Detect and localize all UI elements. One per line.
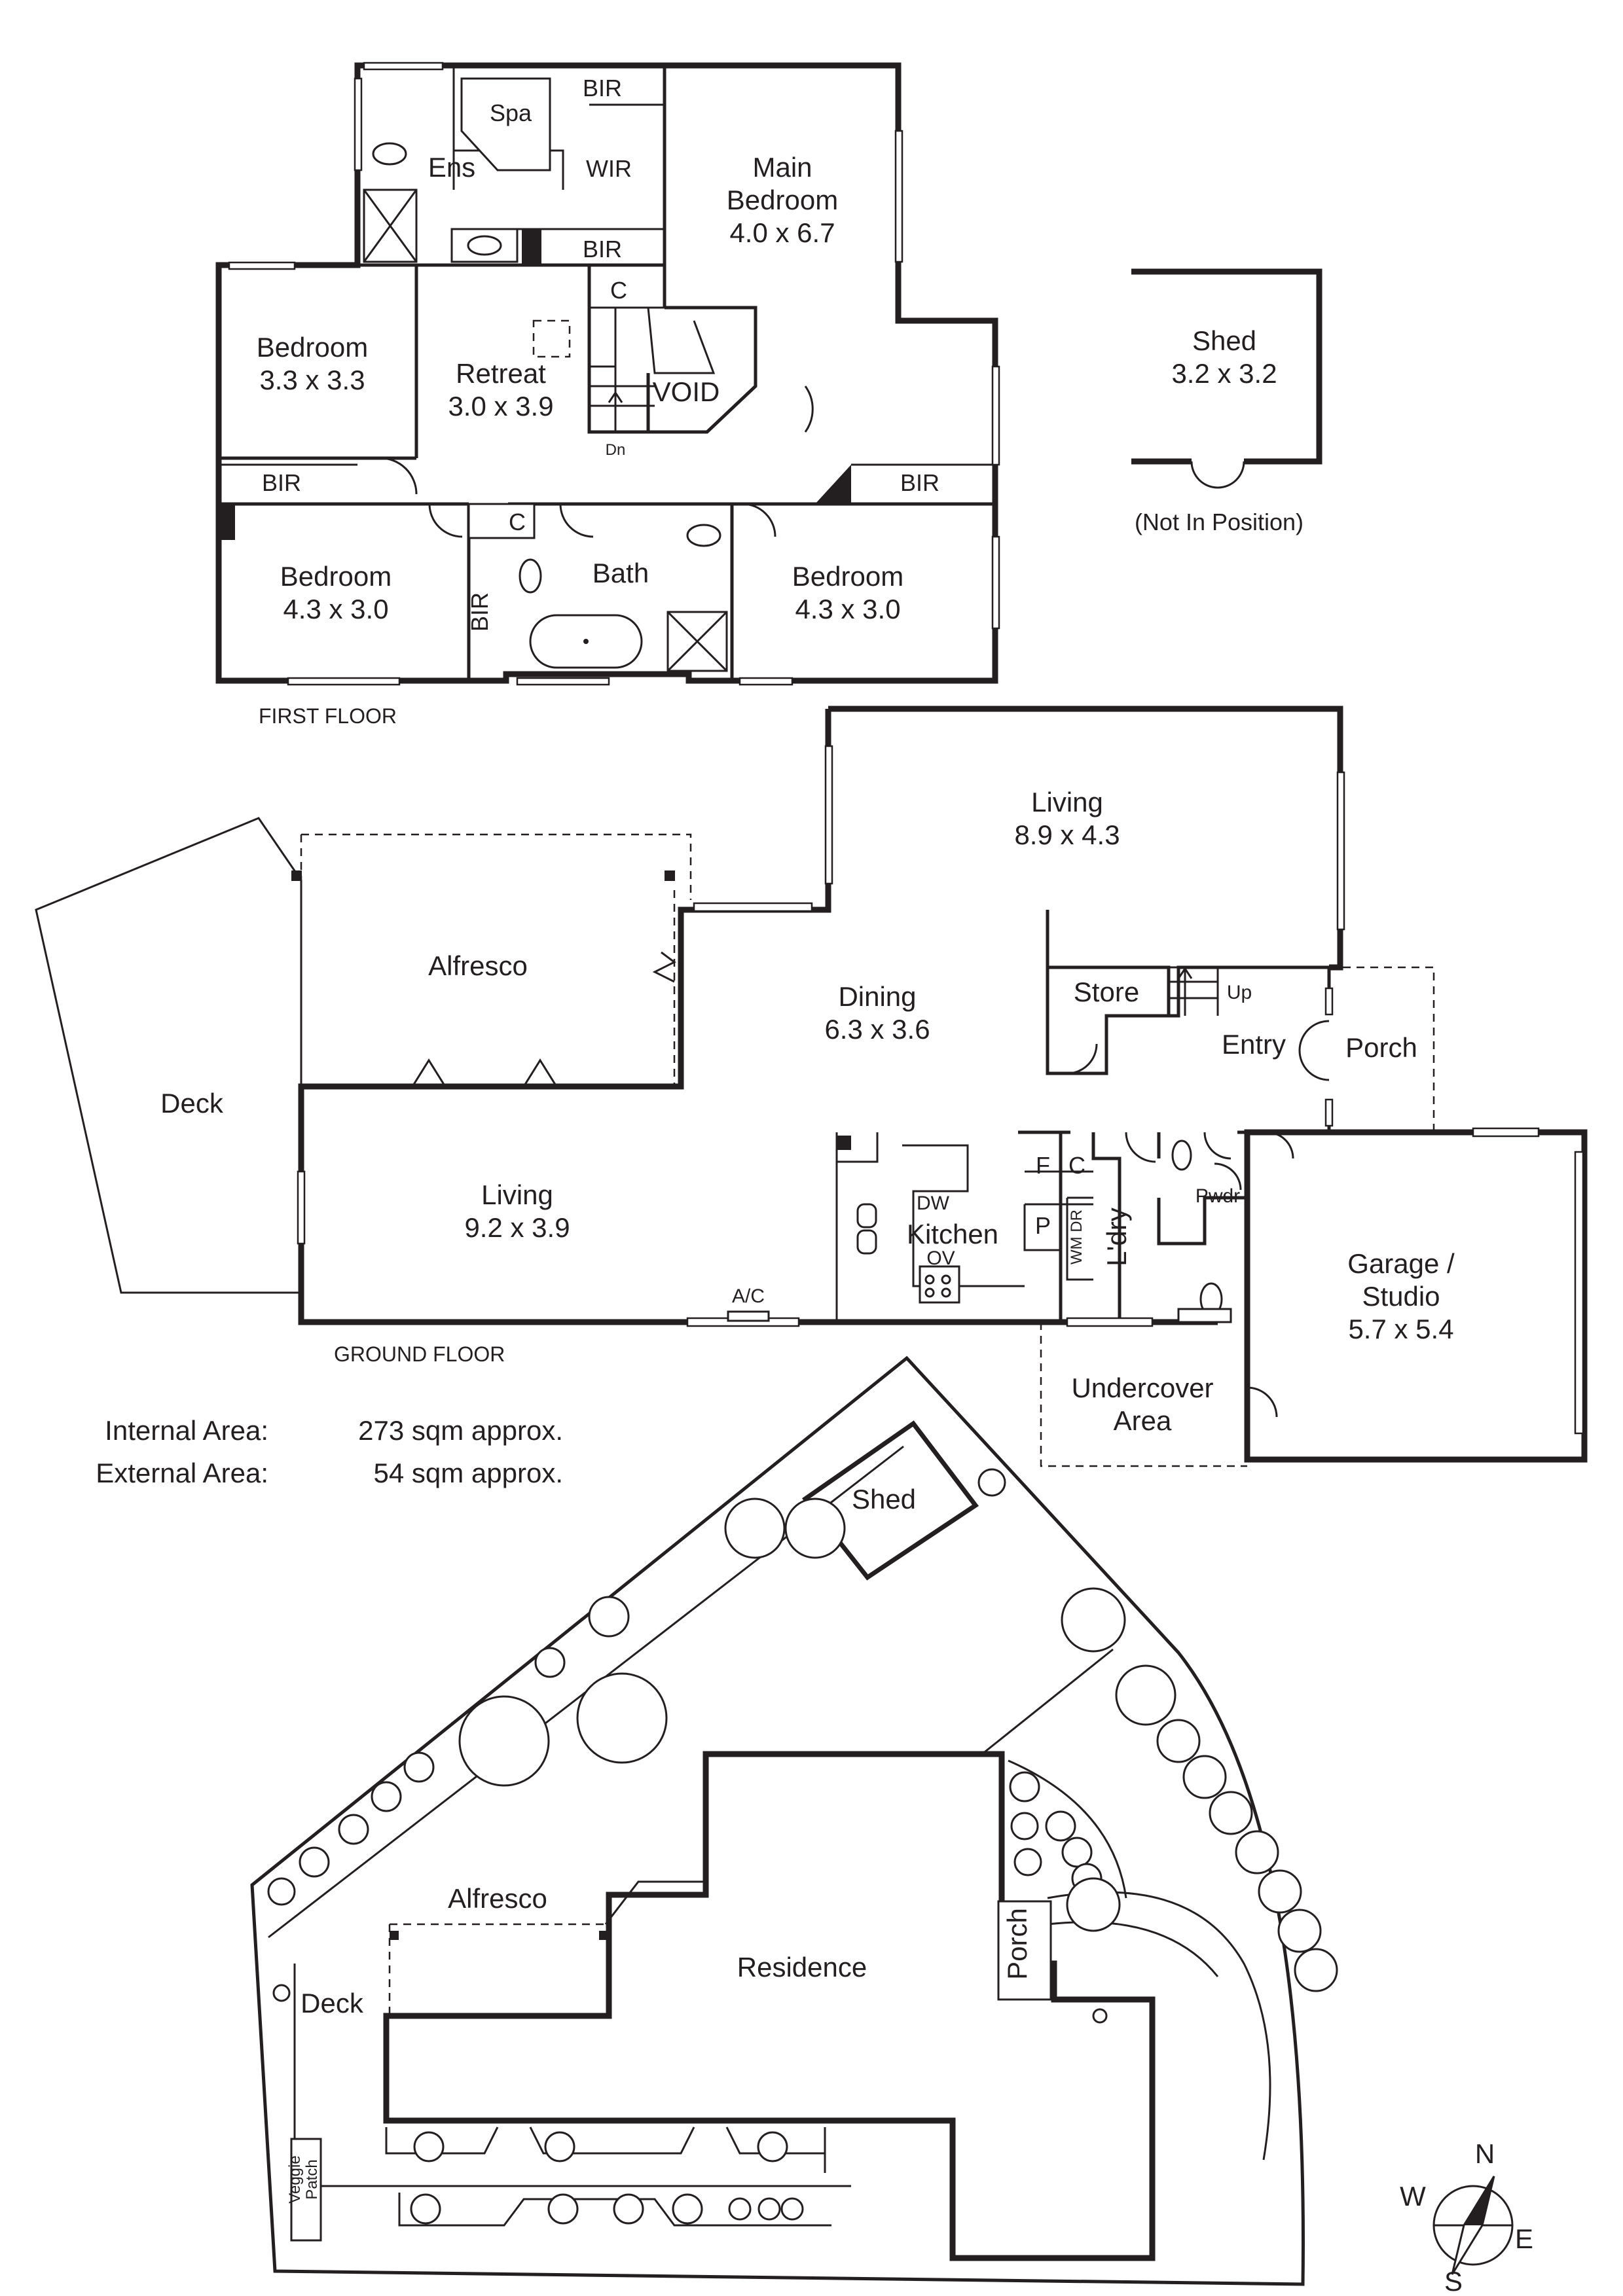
bedroom3-size: 4.3 x 3.0 <box>795 594 900 624</box>
ac-label: A/C <box>732 1285 765 1307</box>
ground-floor-plan: Living 8.9 x 4.3 Alfresco Deck Dining 6.… <box>35 706 1588 1467</box>
alfresco-label: Alfresco <box>428 950 528 981</box>
main-bedroom-label-2: Bedroom <box>727 185 838 215</box>
shed-plan: Shed 3.2 x 3.2 (Not In Position) <box>1131 268 1322 535</box>
c-bath-label: C <box>509 509 526 535</box>
compass: N E S W <box>1400 2138 1533 2296</box>
bir-label-right: BIR <box>900 469 939 496</box>
wir-label: WIR <box>586 155 632 182</box>
site-trees <box>267 1468 1338 2225</box>
first-floor-plan: Spa BIR Ens WIR Main Bedroom 4.0 x 6.7 B… <box>215 62 1000 728</box>
site-shed-label: Shed <box>852 1484 916 1515</box>
powder-room-label: Pwdr <box>1195 1185 1240 1207</box>
bedroom1-size: 3.3 x 3.3 <box>259 365 365 395</box>
bedroom3-label: Bedroom <box>792 561 903 592</box>
main-bedroom-label: Main <box>752 152 812 183</box>
retreat-label: Retreat <box>456 358 546 389</box>
compass-west: W <box>1400 2181 1426 2212</box>
store-label: Store <box>1074 977 1139 1007</box>
stair-up-label: Up <box>1227 982 1252 1003</box>
undercover-label-2: Area <box>1114 1405 1172 1436</box>
living-bottom-size: 9.2 x 3.9 <box>464 1212 570 1243</box>
dishwasher-label: DW <box>917 1193 950 1214</box>
bir-label-vertical: BIR <box>466 592 493 632</box>
bedroom2-size: 4.3 x 3.0 <box>283 594 388 624</box>
laundry-label: L'dry <box>1101 1208 1132 1266</box>
garage-size: 5.7 x 5.4 <box>1348 1314 1453 1344</box>
entry-label: Entry <box>1222 1029 1286 1060</box>
wm-dr-label: WM DR <box>1068 1210 1085 1265</box>
living-bottom-label: Living <box>481 1179 553 1210</box>
void-label: VOID <box>653 376 720 407</box>
cupboard-label: C <box>1068 1152 1085 1179</box>
living-top-size: 8.9 x 4.3 <box>1014 819 1120 850</box>
internal-area-value: 273 sqm approx. <box>358 1415 563 1446</box>
dining-size: 6.3 x 3.6 <box>824 1014 930 1045</box>
porch-label: Porch <box>1345 1032 1417 1063</box>
spa-label: Spa <box>490 99 532 126</box>
bir-label-left: BIR <box>262 469 301 496</box>
first-floor-caption: FIRST FLOOR <box>259 704 397 728</box>
stair-down-label: Dn <box>606 441 626 459</box>
shed-plan-label: Shed <box>1192 325 1256 356</box>
bath-label: Bath <box>593 558 649 588</box>
kitchen-label: Kitchen <box>907 1219 998 1249</box>
external-area-value: 54 sqm approx. <box>374 1458 564 1488</box>
shed-plan-size: 3.2 x 3.2 <box>1171 358 1277 389</box>
bir-label-mid: BIR <box>583 236 622 262</box>
bedroom1-label: Bedroom <box>257 332 368 363</box>
internal-area-label: Internal Area: <box>105 1415 268 1446</box>
shed-plan-note: (Not In Position) <box>1135 509 1304 535</box>
fridge-label: F <box>1036 1152 1050 1179</box>
site-alfresco-label: Alfresco <box>448 1883 547 1914</box>
site-plan: Veggie Patch <box>250 1355 1338 2286</box>
garage-label-2: Studio <box>1362 1281 1440 1312</box>
pantry-label: P <box>1035 1212 1051 1239</box>
patch-label: Patch <box>303 2159 321 2199</box>
living-top-label: Living <box>1031 787 1103 817</box>
dining-label: Dining <box>838 981 916 1012</box>
external-area-label: External Area: <box>96 1458 268 1488</box>
oven-label: OV <box>926 1247 955 1269</box>
site-deck-label: Deck <box>301 1988 364 2018</box>
main-bedroom-size: 4.0 x 6.7 <box>729 217 835 248</box>
ensuite-label: Ens <box>428 152 475 183</box>
site-residence-label: Residence <box>737 1952 867 1982</box>
bedroom2-label: Bedroom <box>280 561 392 592</box>
compass-east: E <box>1515 2223 1533 2254</box>
c-stair-label: C <box>610 277 627 304</box>
ground-floor-caption: GROUND FLOOR <box>334 1342 505 1366</box>
compass-north: N <box>1475 2138 1495 2169</box>
retreat-size: 3.0 x 3.9 <box>448 391 553 422</box>
undercover-label: Undercover <box>1071 1372 1213 1403</box>
bir-label-top: BIR <box>583 75 622 101</box>
deck-label: Deck <box>160 1088 224 1119</box>
compass-south: S <box>1444 2266 1463 2296</box>
garage-label: Garage / <box>1347 1248 1455 1279</box>
veggie-label: Veggie <box>286 2155 304 2203</box>
area-summary: Internal Area: 273 sqm approx. External … <box>96 1415 563 1488</box>
site-porch-label: Porch <box>1002 1908 1032 1980</box>
